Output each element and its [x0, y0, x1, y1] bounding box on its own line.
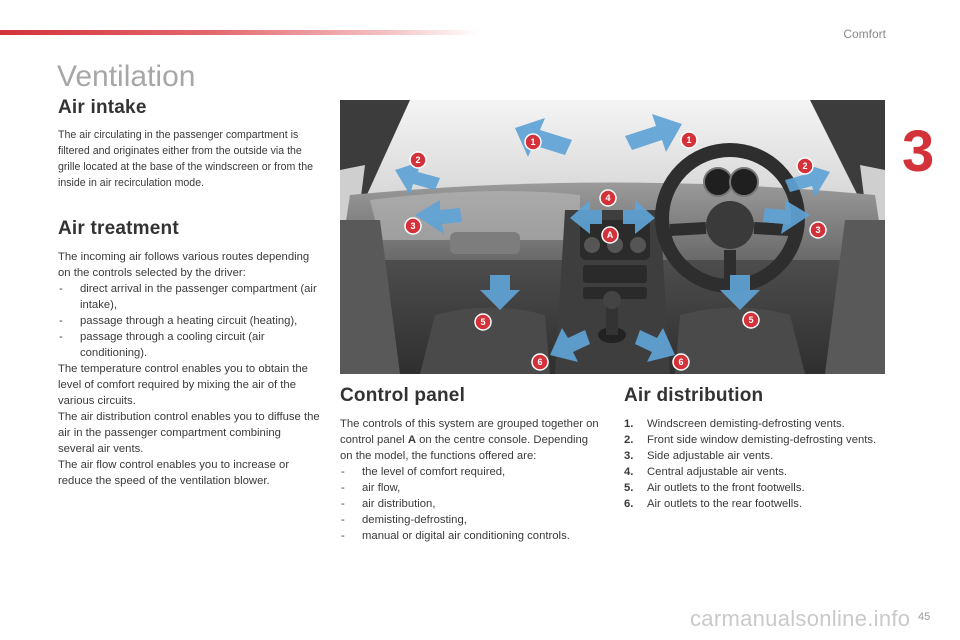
callout-5-left: 5	[474, 313, 492, 331]
list-item: -air distribution,	[341, 498, 436, 510]
callout-6-right: 6	[672, 353, 690, 371]
control-panel-list: -the level of comfort required, -air flo…	[340, 464, 600, 544]
dashboard-ventilation-illustration: 1 1 2 2 3 3 4 A 5 5 6 6	[340, 100, 885, 374]
header-accent-bar	[0, 30, 480, 35]
svg-text:2: 2	[802, 161, 807, 171]
dashboard-svg: 1 1 2 2 3 3 4 A 5 5 6 6	[340, 100, 885, 374]
distribution-control-text: The air distribution control enables you…	[58, 411, 320, 455]
svg-text:A: A	[607, 230, 614, 240]
temperature-control-text: The temperature control enables you to o…	[58, 363, 308, 407]
list-item: 2.Front side window demisting-defrosting…	[624, 434, 877, 446]
air-distribution-list: 1.Windscreen demisting-defrosting vents.…	[624, 416, 886, 512]
callout-4: 4	[599, 189, 617, 207]
arrow-footwell-rear-left	[550, 328, 590, 362]
air-distribution-heading: Air distribution	[624, 385, 764, 406]
list-item: -passage through a heating circuit (heat…	[59, 315, 298, 327]
control-panel-column: Control panel The controls of this syste…	[340, 385, 600, 544]
air-treatment-list: -direct arrival in the passenger compart…	[58, 281, 320, 361]
list-item: 1.Windscreen demisting-defrosting vents.	[624, 418, 845, 430]
air-treatment-intro: The incoming air follows various routes …	[58, 251, 310, 279]
list-item: 4.Central adjustable air vents.	[624, 466, 788, 478]
arrow-windscreen-right	[625, 114, 682, 152]
page-title: Ventilation	[57, 60, 196, 93]
callout-1-right: 1	[680, 131, 698, 149]
svg-text:2: 2	[415, 155, 420, 165]
list-item: -direct arrival in the passenger compart…	[59, 283, 317, 311]
arrow-side-vent-left	[415, 200, 462, 234]
arrow-central-vent-left	[570, 200, 602, 234]
arrow-footwell-front-left	[480, 275, 520, 310]
callout-3-left: 3	[404, 217, 422, 235]
air-intake-text: The air circulating in the passenger com…	[58, 129, 313, 189]
air-treatment-body: The incoming air follows various routes …	[58, 249, 320, 489]
svg-text:5: 5	[480, 317, 485, 327]
callout-1-left: 1	[524, 133, 542, 151]
air-distribution-column: Air distribution 1.Windscreen demisting-…	[624, 385, 886, 512]
list-item: -manual or digital air conditioning cont…	[341, 530, 570, 542]
list-item: -air flow,	[341, 482, 401, 494]
air-intake-heading: Air intake	[58, 97, 147, 118]
page-number: 45	[918, 611, 931, 623]
chapter-number: 3	[902, 119, 934, 184]
list-item: -demisting-defrosting,	[341, 514, 467, 526]
callout-a: A	[601, 226, 619, 244]
arrow-side-window-right	[785, 164, 830, 197]
arrow-footwell-front-right	[720, 275, 760, 310]
callout-2-left: 2	[409, 151, 427, 169]
arrow-footwell-rear-right	[635, 328, 675, 362]
list-item: 6.Air outlets to the rear footwells.	[624, 498, 803, 510]
air-treatment-heading: Air treatment	[58, 218, 179, 239]
svg-text:1: 1	[686, 135, 691, 145]
callout-3-right: 3	[809, 221, 827, 239]
svg-text:6: 6	[537, 357, 542, 367]
watermark: carmanualsonline.info	[690, 606, 911, 631]
air-flow-control-text: The air flow control enables you to incr…	[58, 459, 290, 487]
svg-text:1: 1	[530, 137, 535, 147]
list-item: -the level of comfort required,	[341, 466, 506, 478]
svg-text:3: 3	[815, 225, 820, 235]
svg-text:3: 3	[410, 221, 415, 231]
control-panel-intro: The controls of this system are grouped …	[340, 418, 599, 462]
callout-6-left: 6	[531, 353, 549, 371]
list-item: -passage through a cooling circuit (air …	[59, 331, 265, 359]
callout-5-right: 5	[742, 311, 760, 329]
arrow-central-vent-right	[623, 200, 655, 234]
section-label: Comfort	[843, 27, 886, 41]
arrow-side-vent-right	[763, 200, 810, 234]
left-column: Air intake The air circulating in the pa…	[58, 97, 320, 489]
svg-text:5: 5	[748, 315, 753, 325]
control-panel-heading: Control panel	[340, 385, 466, 406]
list-item: 3.Side adjustable air vents.	[624, 450, 774, 462]
svg-text:4: 4	[605, 193, 610, 203]
list-item: 5.Air outlets to the front footwells.	[624, 482, 805, 494]
airflow-arrows	[395, 114, 830, 362]
arrow-side-window-left	[395, 162, 440, 195]
svg-text:6: 6	[678, 357, 683, 367]
callout-2-right: 2	[796, 157, 814, 175]
